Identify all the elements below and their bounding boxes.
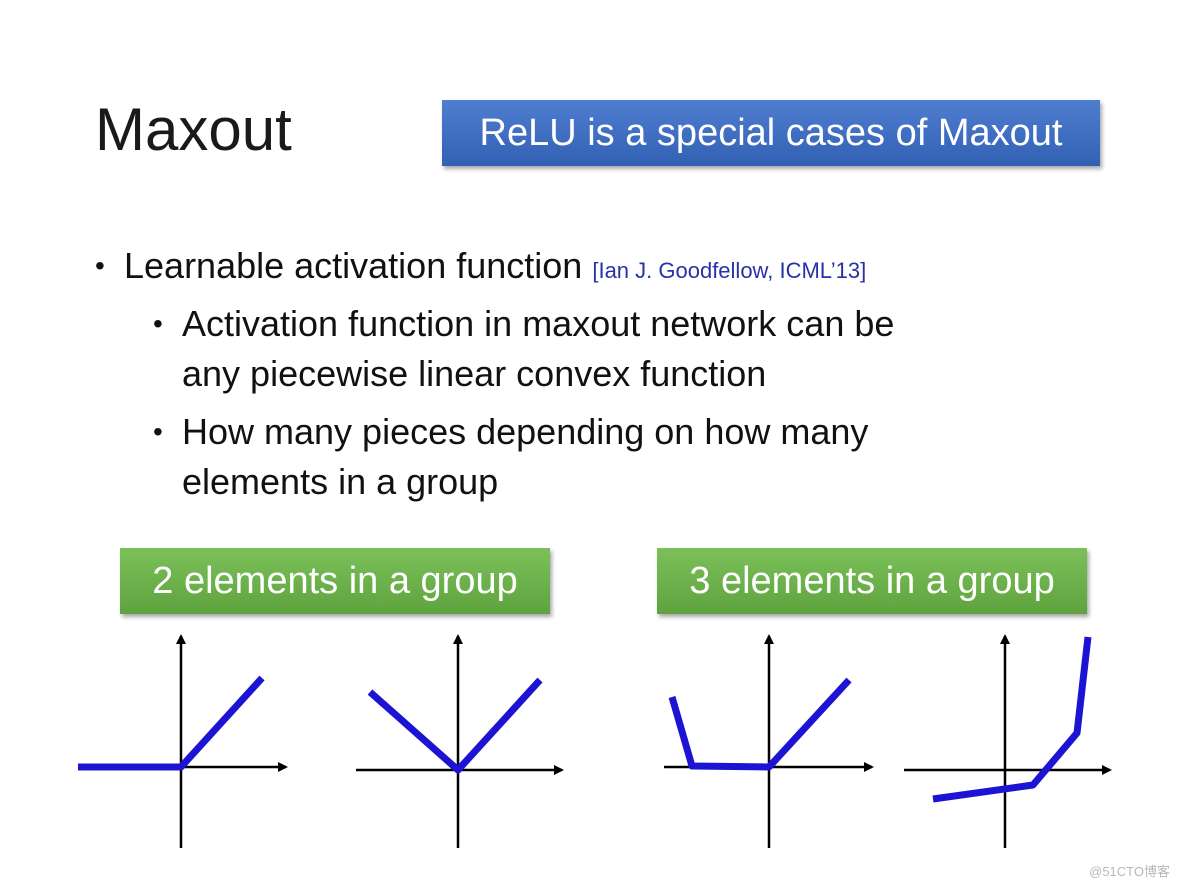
activation-curve: [367, 677, 543, 774]
plot-absolute: [356, 634, 564, 848]
activation-curve: [78, 675, 265, 771]
sub-bullet-dot: •: [153, 416, 163, 447]
sub-bullet-piecewise-line2: any piecewise linear convex function: [182, 353, 767, 394]
plot-relu: [78, 634, 288, 848]
relu-callout-box: ReLU is a special cases of Maxout: [442, 100, 1100, 166]
sub-bullet-piecewise-line1: Activation function in maxout network ca…: [182, 303, 895, 344]
group-label-3-elements: 3 elements in a group: [657, 548, 1087, 614]
bullet-text: Learnable activation function: [124, 245, 583, 286]
group-label-2-elements: 2 elements in a group: [120, 548, 550, 614]
sub-bullet-pieces-line1: How many pieces depending on how many: [182, 411, 869, 452]
bullet-dot: •: [95, 250, 105, 281]
bullet-learnable-activation: Learnable activation function [Ian J. Go…: [124, 242, 866, 295]
activation-curve: [932, 636, 1092, 803]
slide-title: Maxout: [95, 96, 292, 163]
watermark: @51CTO博客: [1089, 864, 1170, 879]
plot-three-pieces-a: [664, 634, 874, 848]
sub-bullet-dot: •: [153, 308, 163, 339]
citation: [Ian J. Goodfellow, ICML’13]: [592, 258, 867, 283]
plot-three-pieces-b: [904, 634, 1112, 848]
sub-bullet-pieces-line2: elements in a group: [182, 461, 499, 502]
activation-curve: [668, 677, 852, 771]
